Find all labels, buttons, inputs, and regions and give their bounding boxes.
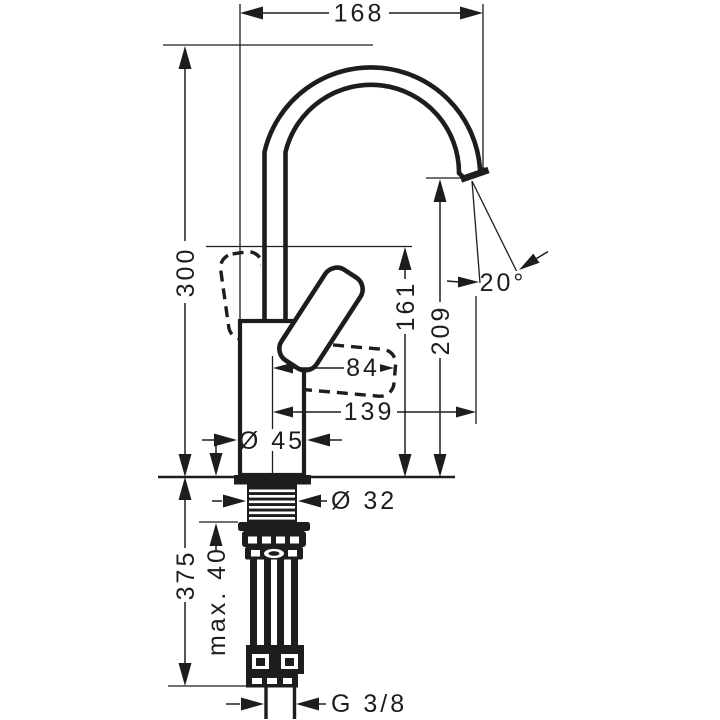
dim-handle-reach: 84 xyxy=(273,354,394,382)
dim-body-diameter: Ø 45 xyxy=(202,427,342,455)
dim-hose-connection-thread: G 3/8 xyxy=(226,690,407,718)
dim-label-shank-diameter: Ø 32 xyxy=(331,487,397,515)
dim-label-outlet-height: 209 xyxy=(427,305,455,356)
hose-end-block xyxy=(246,674,298,688)
dim-label-height: 300 xyxy=(172,247,200,298)
threaded-shank xyxy=(247,484,297,523)
dim-spray-angle: 20° xyxy=(446,180,549,297)
dim-label-handle-reach: 84 xyxy=(346,354,380,382)
handle-dashed-horizontal xyxy=(278,340,398,398)
dim-label-body-diameter: Ø 45 xyxy=(239,427,305,455)
dim-outlet-height: 209 xyxy=(427,179,455,477)
dim-below-deck-length: 375 xyxy=(172,477,200,686)
mounting-nut xyxy=(242,531,306,547)
hose-fittings xyxy=(246,645,304,674)
dim-label-hose-connection-thread: G 3/8 xyxy=(331,690,407,718)
spout xyxy=(262,65,490,321)
dim-max-mounting-thickness: max. 40 xyxy=(203,445,231,656)
supply-hoses xyxy=(250,558,298,646)
dim-shank-diameter: Ø 32 xyxy=(212,487,397,515)
extension-lines xyxy=(163,4,484,687)
dim-label-handle-top-height: 161 xyxy=(392,281,420,332)
base-flange xyxy=(234,475,311,485)
dim-spout-reach: 139 xyxy=(273,398,476,426)
mounting-washer xyxy=(238,522,310,531)
dim-label-overall-width: 168 xyxy=(334,0,385,28)
dim-label-max-mounting-thickness: max. 40 xyxy=(203,546,231,656)
spout-mouth xyxy=(459,166,490,183)
dim-handle-top-height: 161 xyxy=(392,247,420,477)
dim-label-below-deck-length: 375 xyxy=(172,550,200,601)
dim-label-spray-angle: 20° xyxy=(480,269,527,297)
dim-height-above-deck: 300 xyxy=(172,46,200,477)
dim-overall-width: 168 xyxy=(240,0,483,28)
dim-label-spout-reach: 139 xyxy=(344,398,395,426)
hose-connector-tail xyxy=(264,687,297,719)
hose-manifold xyxy=(245,547,303,560)
